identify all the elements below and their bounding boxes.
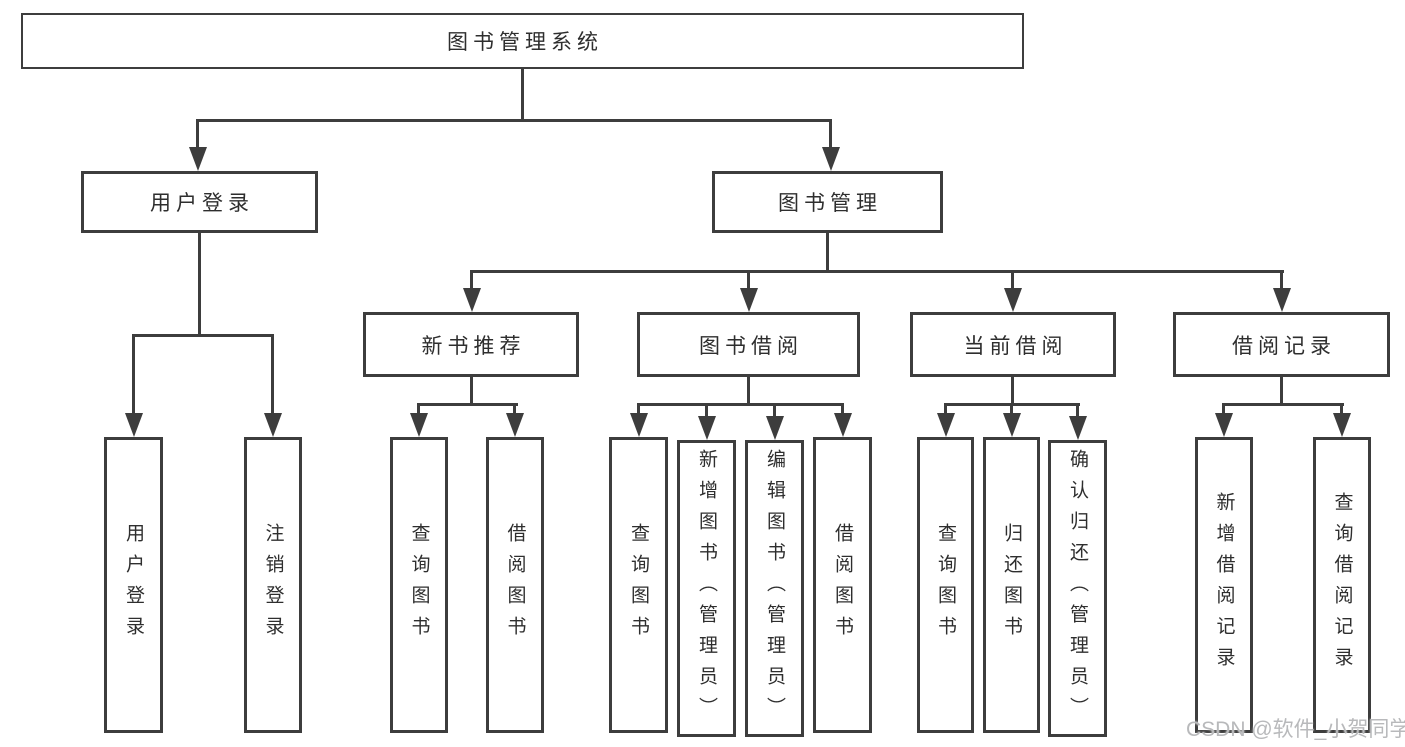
leaf-confirm-return-admin: 确认归还（管理员） — [1048, 440, 1107, 737]
leaf-user-login-label: 用户登录 — [123, 523, 144, 647]
arrowhead-icon — [264, 413, 282, 437]
node-book-management: 图书管理 — [712, 171, 943, 233]
leaf-logout: 注销登录 — [244, 437, 302, 733]
node-root: 图书管理系统 — [21, 13, 1024, 69]
arrowhead-icon — [1003, 413, 1021, 437]
node-root-label: 图书管理系统 — [447, 31, 603, 54]
connector-line — [196, 119, 199, 149]
connector-line — [747, 377, 750, 406]
arrowhead-icon — [740, 288, 758, 312]
connector-line — [826, 233, 829, 273]
connector-line — [1280, 377, 1283, 406]
leaf-user-login: 用户登录 — [104, 437, 163, 733]
arrowhead-icon — [125, 413, 143, 437]
connector-line — [1010, 403, 1013, 415]
leaf-return-book: 归还图书 — [983, 437, 1040, 733]
watermark: CSDN @软件_小贺同学 — [1186, 718, 1405, 741]
leaf-borrow-book-2: 借阅图书 — [813, 437, 872, 733]
node-book-management-label: 图书管理 — [778, 192, 882, 215]
connector-line — [1222, 403, 1344, 406]
arrowhead-icon — [766, 416, 784, 440]
connector-line — [747, 270, 750, 290]
connector-line — [705, 403, 708, 418]
node-new-book-recommend-label: 新书推荐 — [421, 334, 526, 358]
leaf-return-book-label: 归还图书 — [1001, 523, 1022, 647]
leaf-query-borrow-record-label: 查询借阅记录 — [1331, 492, 1353, 678]
connector-line — [470, 270, 1284, 273]
node-user-login-label: 用户登录 — [150, 192, 254, 215]
connector-line — [637, 403, 640, 415]
connector-line — [637, 403, 844, 406]
node-book-borrowing-label: 图书借阅 — [699, 334, 803, 358]
connector-line — [829, 119, 832, 149]
connector-line — [1280, 270, 1283, 290]
connector-line — [1011, 377, 1014, 406]
node-current-borrowing: 当前借阅 — [910, 312, 1116, 377]
connector-line — [1222, 403, 1225, 415]
node-current-borrowing-label: 当前借阅 — [963, 334, 1068, 358]
arrowhead-icon — [937, 413, 955, 437]
connector-line — [1340, 403, 1343, 415]
arrowhead-icon — [698, 416, 716, 440]
arrowhead-icon — [834, 413, 852, 437]
connector-line — [773, 403, 776, 418]
connector-line — [1011, 270, 1014, 290]
arrowhead-icon — [189, 147, 207, 171]
leaf-borrow-book-1: 借阅图书 — [486, 437, 544, 733]
arrowhead-icon — [1004, 288, 1022, 312]
arrowhead-icon — [1273, 288, 1291, 312]
node-book-borrowing: 图书借阅 — [637, 312, 860, 377]
connector-line — [132, 334, 135, 415]
node-borrowing-records-label: 借阅记录 — [1232, 334, 1336, 358]
arrowhead-icon — [822, 147, 840, 171]
leaf-add-borrow-record: 新增借阅记录 — [1195, 437, 1253, 733]
connector-line — [1076, 403, 1079, 418]
leaf-add-borrow-record-label: 新增借阅记录 — [1213, 492, 1235, 678]
leaf-query-book-1: 查询图书 — [390, 437, 448, 733]
node-borrowing-records: 借阅记录 — [1173, 312, 1390, 377]
leaf-borrow-book-1-label: 借阅图书 — [504, 523, 526, 647]
leaf-add-book-admin-label: 新增图书（管理员） — [696, 449, 717, 728]
connector-line — [841, 403, 844, 415]
leaf-edit-book-admin-label: 编辑图书（管理员） — [764, 449, 785, 728]
node-new-book-recommend: 新书推荐 — [363, 312, 579, 377]
leaf-logout-label: 注销登录 — [262, 523, 284, 647]
leaf-query-book-3-label: 查询图书 — [935, 523, 956, 647]
arrowhead-icon — [630, 413, 648, 437]
leaf-query-book-2: 查询图书 — [609, 437, 668, 733]
connector-line — [513, 403, 516, 415]
connector-line — [470, 377, 473, 406]
leaf-query-book-1-label: 查询图书 — [408, 523, 430, 647]
connector-line — [470, 270, 473, 290]
arrowhead-icon — [410, 413, 428, 437]
leaf-query-borrow-record: 查询借阅记录 — [1313, 437, 1371, 733]
leaf-query-book-3: 查询图书 — [917, 437, 974, 733]
leaf-confirm-return-admin-label: 确认归还（管理员） — [1067, 449, 1088, 728]
connector-line — [198, 233, 201, 336]
arrowhead-icon — [463, 288, 481, 312]
connector-line — [521, 69, 524, 121]
arrowhead-icon — [1215, 413, 1233, 437]
connector-line — [417, 403, 420, 415]
arrowhead-icon — [1333, 413, 1351, 437]
connector-line — [132, 334, 274, 337]
leaf-add-book-admin: 新增图书（管理员） — [677, 440, 736, 737]
connector-line — [271, 334, 274, 415]
leaf-query-book-2-label: 查询图书 — [628, 523, 649, 647]
arrowhead-icon — [506, 413, 524, 437]
connector-line — [944, 403, 947, 415]
leaf-borrow-book-2-label: 借阅图书 — [832, 523, 853, 647]
connector-line — [196, 119, 832, 122]
node-user-login: 用户登录 — [81, 171, 318, 233]
leaf-edit-book-admin: 编辑图书（管理员） — [745, 440, 804, 737]
arrowhead-icon — [1069, 416, 1087, 440]
connector-line — [417, 403, 518, 406]
